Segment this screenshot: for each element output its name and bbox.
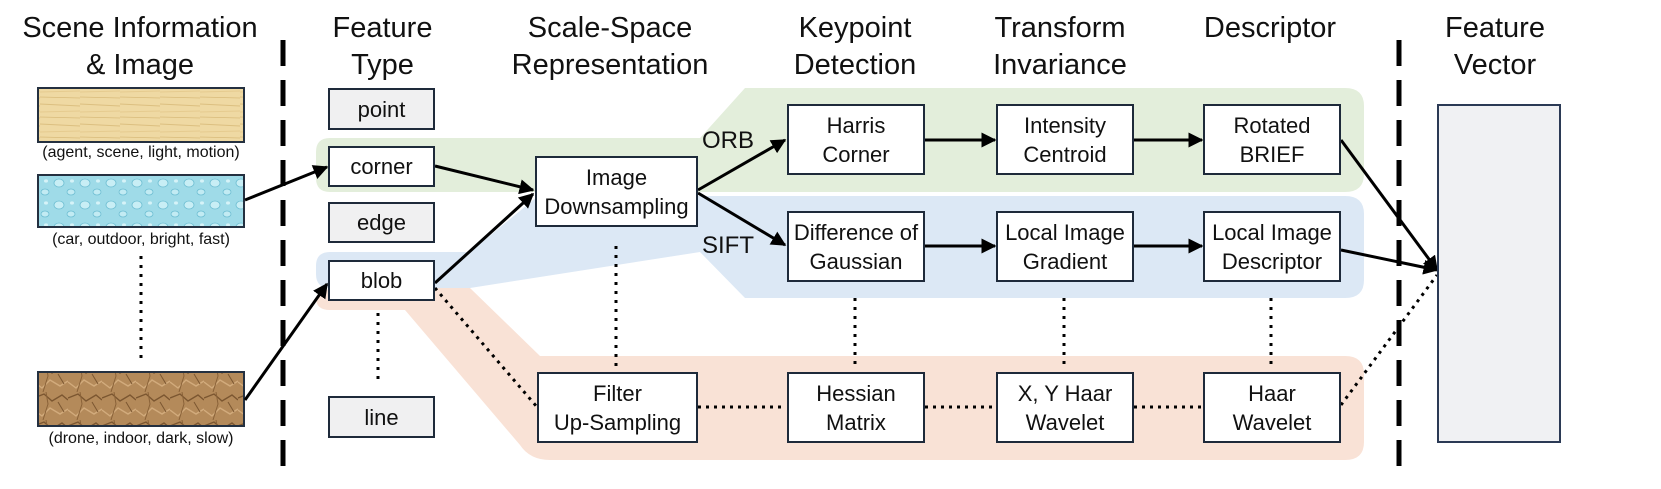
filter-upsampling-box: Filter Up-Sampling	[537, 372, 698, 443]
arrow-downsampling-to-dog	[697, 191, 787, 247]
xy-haar-wavelet-box: X, Y Haar Wavelet	[996, 372, 1134, 443]
image-downsampling-box: Image Downsampling	[535, 156, 698, 227]
hessian-matrix-box: Hessian Matrix	[787, 372, 925, 443]
header-descriptor: Descriptor	[1203, 12, 1337, 44]
feature-type-edge: edge	[328, 202, 435, 243]
difference-of-gaussian-box: Difference of Gaussian	[787, 211, 925, 282]
scene-image-1	[37, 87, 245, 143]
dotted-haar-to-vector	[1339, 274, 1439, 406]
scene-image-2	[37, 174, 245, 228]
arrow-scene-to-blob	[243, 282, 329, 401]
header-transform-invariance: Transform Invariance	[993, 12, 1127, 81]
feature-type-blob: blob	[328, 260, 435, 301]
arrow-downsampling-to-harris	[697, 138, 787, 192]
intensity-centroid-box: Intensity Centroid	[996, 104, 1134, 175]
local-image-gradient-box: Local Image Gradient	[996, 211, 1134, 282]
scene-caption-1: (agent, scene, light, motion)	[42, 144, 240, 161]
arrow-blob-to-downsampling	[433, 192, 535, 285]
header-feature-vector: Feature Vector	[1445, 12, 1545, 81]
arrow-scene-to-corner	[244, 165, 329, 202]
feature-type-point: point	[328, 88, 435, 130]
feature-type-line: line	[328, 396, 435, 438]
sift-label: SIFT	[702, 232, 754, 259]
arrow-corner-to-downsampling	[434, 164, 535, 195]
scene-image-3	[37, 371, 245, 427]
header-scale-space: Scale-Space Representation	[511, 12, 709, 81]
scene-caption-2: (car, outdoor, bright, fast)	[52, 231, 230, 248]
header-feature-type: Feature Type	[332, 12, 433, 81]
scene-caption-3: (drone, indoor, dark, slow)	[48, 430, 234, 447]
feature-vector-box	[1437, 104, 1561, 443]
arrow-descriptor-to-vector	[1340, 248, 1439, 275]
rotated-brief-box: Rotated BRIEF	[1203, 104, 1341, 175]
header-keypoint-detection: Keypoint Detection	[793, 12, 917, 81]
local-image-descriptor-box: Local Image Descriptor	[1203, 211, 1341, 282]
dotted-blob-to-filter	[433, 287, 539, 408]
haar-wavelet-box: Haar Wavelet	[1203, 372, 1341, 443]
arrow-brief-to-vector	[1339, 139, 1439, 272]
header-scene-information: Scene Information & Image	[22, 12, 258, 81]
harris-corner-box: Harris Corner	[787, 104, 925, 175]
orb-label: ORB	[702, 127, 755, 154]
feature-type-corner: corner	[328, 146, 435, 187]
